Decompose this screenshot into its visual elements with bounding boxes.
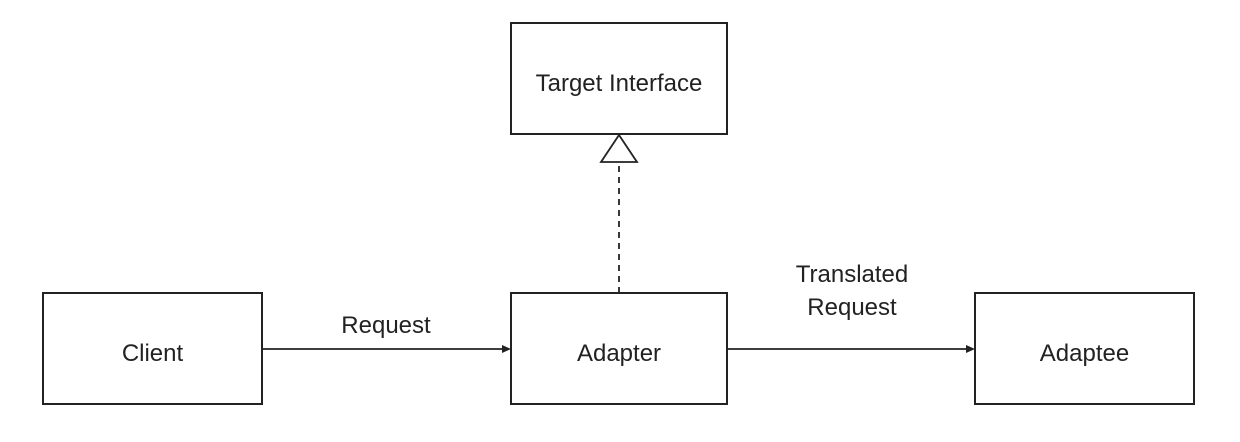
target-interface-label: Target Interface [536, 70, 703, 97]
translated-request-edge: Translated Request [727, 261, 975, 353]
target-interface-node: Target Interface [510, 22, 728, 135]
realization-edge [599, 133, 639, 293]
adaptee-label: Adaptee [1040, 340, 1129, 367]
client-node: Client [42, 292, 263, 405]
request-edge: Request [262, 312, 511, 353]
adapter-node: Adapter [510, 292, 728, 405]
translated-request-label-line2: Request [807, 294, 897, 321]
request-arrowhead [502, 345, 511, 353]
client-label: Client [122, 340, 184, 367]
translated-request-arrowhead [966, 345, 975, 353]
adapter-label: Adapter [577, 340, 661, 367]
adaptee-node: Adaptee [974, 292, 1195, 405]
translated-request-label-line1: Translated [796, 261, 909, 288]
request-edge-label: Request [341, 312, 431, 339]
hollow-triangle-arrowhead [599, 133, 639, 163]
